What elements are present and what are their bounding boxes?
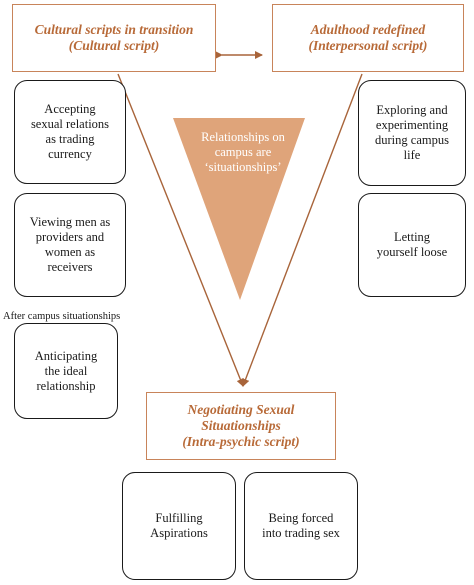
cultural-script-title: Cultural scripts in transition <box>34 22 194 37</box>
cultural-script-box: Cultural scripts in transition (Cultural… <box>12 4 216 72</box>
box-line: into trading sex <box>262 526 340 540</box>
box-line: providers and <box>35 230 105 244</box>
center-line: ‘situationships’ <box>204 160 282 174</box>
box-line: Being forced <box>268 511 334 525</box>
box-line: Aspirations <box>150 526 208 540</box>
right-box-exploring: Exploring and experimenting during campu… <box>358 80 466 186</box>
interpersonal-script-box: Adulthood redefined (Interpersonal scrip… <box>272 4 464 72</box>
box-line: Accepting <box>44 102 96 116</box>
box-line: the ideal <box>44 363 88 378</box>
right-arrow <box>241 73 363 387</box>
box-line: life <box>403 148 421 162</box>
intra-psychic-line: Negotiating Sexual <box>187 402 295 417</box>
center-label: Relationships on campus are ‘situationsh… <box>178 130 308 175</box>
center-line: campus are <box>214 145 272 159</box>
cultural-script-subtitle: (Cultural script) <box>68 38 160 53</box>
intra-psychic-line: (Intra-psychic script) <box>182 434 300 449</box>
interpersonal-script-title: Adulthood redefined <box>310 22 426 37</box>
box-line: women as <box>44 245 96 259</box>
center-triangle <box>173 118 305 300</box>
left-arrow <box>117 73 245 387</box>
after-campus-caption: After campus situationships <box>3 311 121 322</box>
box-line: Fulfilling <box>155 511 203 525</box>
right-box-letting-loose: Letting yourself loose <box>358 193 466 297</box>
center-line: Relationships on <box>201 130 285 144</box>
left-box-ideal-relationship: Anticipating the ideal relationship <box>14 323 118 419</box>
bottom-box-fulfilling-aspirations: Fulfilling Aspirations <box>122 472 236 580</box>
intra-psychic-line: Situationships <box>201 418 281 433</box>
box-line: Letting <box>393 230 431 244</box>
box-line: Exploring and <box>376 103 448 117</box>
box-line: sexual relations <box>30 117 110 131</box>
bottom-box-forced-trading: Being forced into trading sex <box>244 472 358 580</box>
box-line: during campus <box>375 133 449 147</box>
box-line: receivers <box>47 260 93 274</box>
box-line: yourself loose <box>376 245 448 259</box>
box-line: as trading <box>45 132 95 146</box>
left-box-providers-receivers: Viewing men as providers and women as re… <box>14 193 126 297</box>
box-line: Anticipating <box>34 348 98 363</box>
intra-psychic-script-box: Negotiating Sexual Situationships (Intra… <box>146 392 336 460</box>
box-line: relationship <box>36 378 96 393</box>
box-line: experimenting <box>375 118 449 132</box>
interpersonal-script-subtitle: (Interpersonal script) <box>308 38 428 53</box>
left-box-trading-currency: Accepting sexual relations as trading cu… <box>14 80 126 184</box>
box-line: currency <box>48 147 92 161</box>
box-line: Viewing men as <box>29 215 111 229</box>
